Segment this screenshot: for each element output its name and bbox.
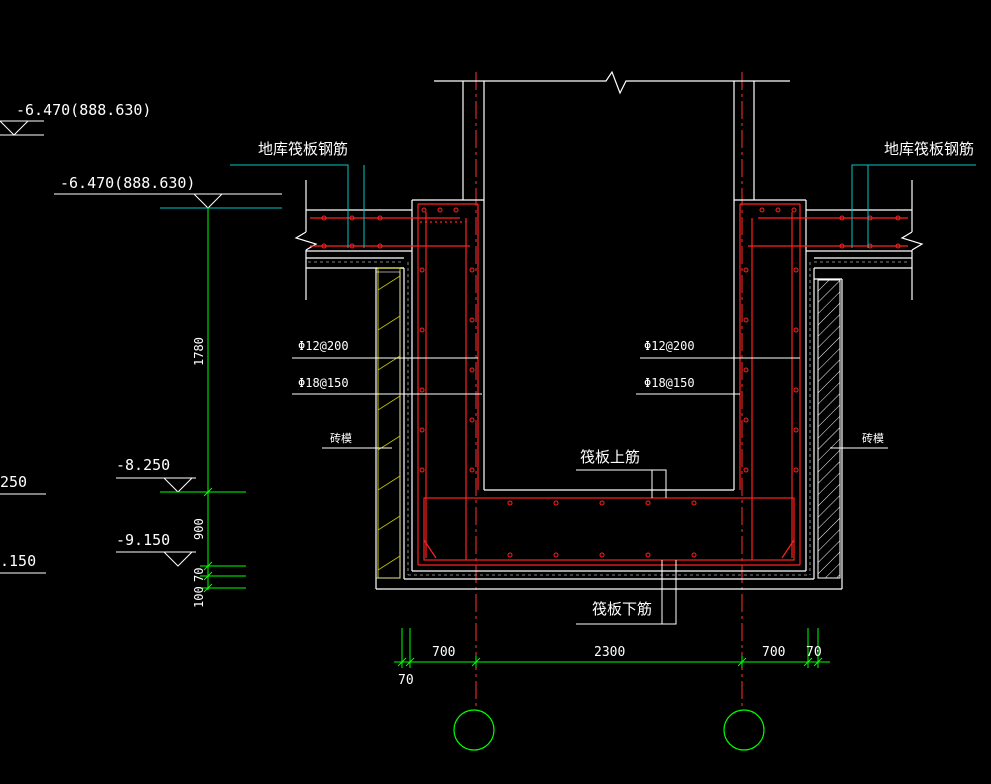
axis-lines xyxy=(475,72,743,706)
label-rebar-left-1: Φ12@200 xyxy=(298,339,349,353)
dim-70-vertical: 70 xyxy=(192,568,206,582)
label-rebar-right-2: Φ18@150 xyxy=(644,376,695,390)
label-brick-form-right: 砖模 xyxy=(862,431,884,445)
brick-formwork-left xyxy=(377,267,401,579)
top-break-line xyxy=(434,70,790,95)
label-raft-rebar-right: 地库筏板钢筋 xyxy=(884,140,974,158)
elevation-clip-1: 250 xyxy=(0,473,27,491)
elevation-markers xyxy=(0,120,282,574)
label-brick-form-left: 砖模 xyxy=(330,431,352,445)
brick-formwork-left-hatch xyxy=(377,275,401,571)
elevation-top-a: -6.470(888.630) xyxy=(16,101,151,119)
dim-700-right: 700 xyxy=(762,645,785,660)
elevation-mid: -8.250 xyxy=(116,456,170,474)
dim-100: 100 xyxy=(192,586,206,608)
brick-formwork-right xyxy=(375,271,841,579)
dim-2300: 2300 xyxy=(594,645,625,660)
rebar-dots xyxy=(321,207,901,558)
dim-70-left: 70 xyxy=(398,673,414,688)
dim-70-right: 70 xyxy=(806,645,822,660)
label-raft-top-bar: 筏板上筋 xyxy=(580,448,640,466)
axis-bubble-right xyxy=(723,709,765,751)
label-rebar-left-2: Φ18@150 xyxy=(298,376,349,390)
horizontal-dimension xyxy=(394,628,830,668)
label-raft-rebar-left: 地库筏板钢筋 xyxy=(258,140,348,158)
elevation-top-b: -6.470(888.630) xyxy=(60,174,195,192)
vertical-dimension xyxy=(200,208,246,593)
elevation-bottom: -9.150 xyxy=(116,531,170,549)
leader-lines xyxy=(230,164,976,625)
dim-1780: 1780 xyxy=(192,337,206,366)
axis-bubble-left xyxy=(453,709,495,751)
label-rebar-right-1: Φ12@200 xyxy=(644,339,695,353)
label-raft-bottom-bar: 筏板下筋 xyxy=(592,600,652,618)
dim-700-left: 700 xyxy=(432,645,455,660)
rebar-cage xyxy=(310,203,908,566)
blinding-layer xyxy=(308,261,910,576)
dim-900: 900 xyxy=(192,518,206,540)
elevation-clip-2: .150 xyxy=(0,552,36,570)
